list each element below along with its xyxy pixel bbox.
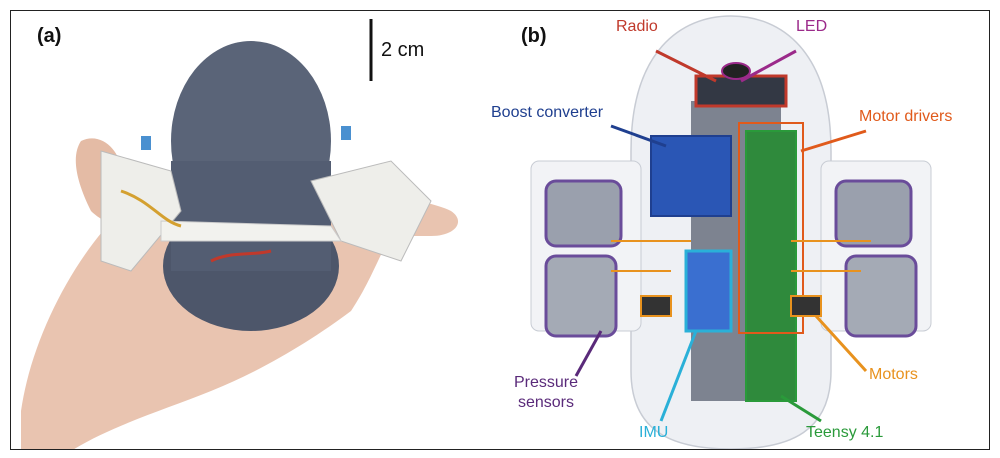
wire-bundle-left	[120, 189, 182, 228]
connector-left	[141, 136, 151, 150]
boost-converter-board	[650, 135, 732, 217]
motor-left	[640, 295, 672, 317]
panel-a-label: (a)	[37, 25, 62, 47]
motor-drivers-leader-line	[800, 129, 867, 153]
imu-callout: IMU	[639, 424, 669, 441]
right-leg-bracket	[310, 160, 432, 262]
led-callout: LED	[796, 18, 828, 35]
boost-leader-line	[610, 124, 667, 148]
panel-a-photo: (a) 2 cm	[11, 11, 491, 449]
teensy-board	[745, 130, 797, 402]
panel-b-label: (b)	[521, 25, 547, 47]
led-component	[721, 62, 751, 80]
radio-callout: Radio	[616, 18, 658, 35]
figure-frame: (a) 2 cm	[10, 10, 990, 450]
motor-drivers-outline	[738, 122, 804, 334]
teensy-leader-line	[780, 394, 822, 423]
right-pressure-sensor-housing	[844, 254, 918, 338]
motor-right	[790, 295, 822, 317]
scale-bar-label: 2 cm	[381, 39, 425, 61]
robot-cad-illustration	[530, 15, 932, 449]
panel-b-diagram: (b) Radio LED Boost converter Motor driv…	[491, 11, 991, 449]
right-motor-housing-upper	[834, 179, 913, 248]
left-motor-housing-upper	[544, 179, 623, 248]
robot-in-hand-illustration	[21, 19, 458, 449]
motor-linkages	[611, 240, 871, 272]
wire-bundle-center	[210, 249, 272, 263]
connector-right	[341, 126, 351, 140]
led-leader-line	[740, 49, 797, 83]
teensy-callout: Teensy 4.1	[806, 424, 884, 441]
radio-leader-line	[655, 49, 717, 83]
boost-converter-callout: Boost converter	[491, 104, 604, 121]
left-leg-bracket	[100, 150, 182, 272]
motors-callout: Motors	[869, 366, 918, 383]
imu-board	[684, 249, 733, 333]
motors-leader-line	[814, 314, 868, 373]
imu-leader-line	[659, 330, 698, 422]
pressure-sensors-callout: Pressure sensors	[513, 374, 579, 411]
motor-drivers-callout: Motor drivers	[859, 108, 953, 125]
pressure-leader-line	[574, 330, 603, 377]
front-strut	[160, 220, 342, 242]
left-pressure-sensor-housing	[544, 254, 618, 338]
